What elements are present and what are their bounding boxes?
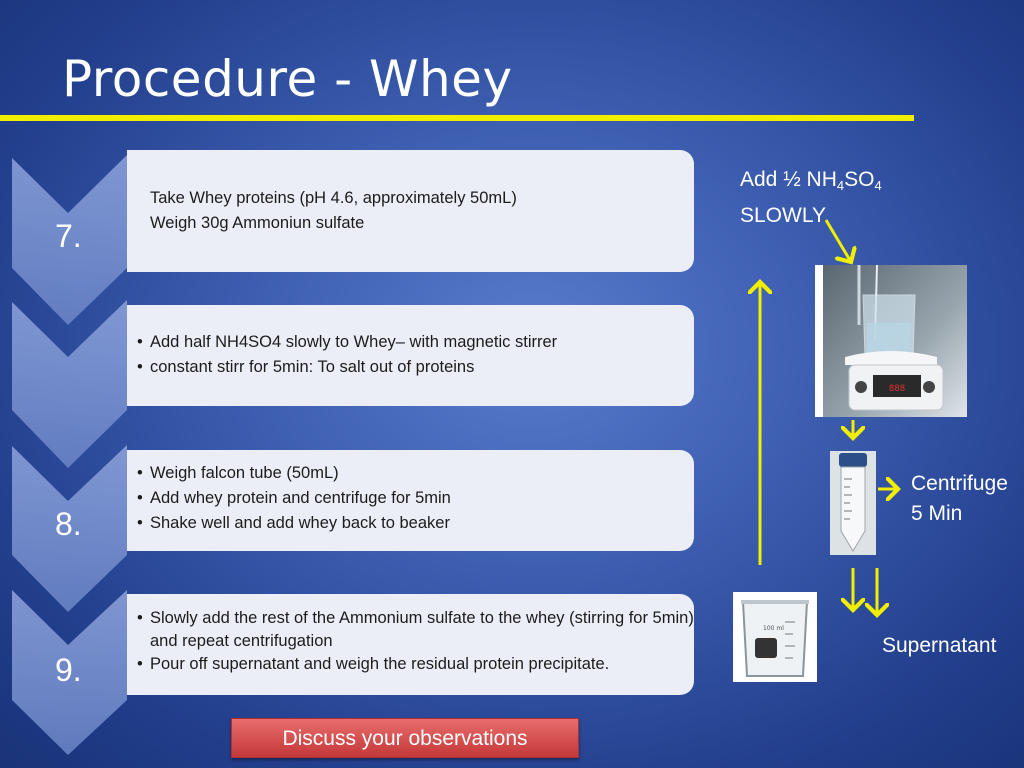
chevron-step-8 (12, 445, 127, 612)
centrifuge-text: Centrifuge (911, 472, 1008, 495)
bullet-item: Weigh falcon tube (50mL) (137, 461, 694, 486)
supernatant-label: Supernatant (882, 634, 997, 657)
bullet-item: Pour off supernatant and weigh the resid… (137, 653, 694, 676)
beaker-image: 100 ml (733, 592, 817, 682)
beaker-icon: 100 ml (741, 600, 809, 677)
slowly-text: SLOWLY (740, 204, 826, 227)
step-chevrons (12, 155, 127, 755)
centrifuge-time: 5 Min (911, 502, 963, 525)
centrifuge-label: Centrifuge 5 Min (911, 469, 1008, 529)
slide-title: Procedure - Whey (62, 50, 513, 108)
add-ammonium-label: Add ½ NH4SO4 SLOWLY (740, 165, 882, 231)
step-card-7b: Add half NH4SO4 slowly to Whey– with mag… (127, 305, 694, 406)
discuss-observations-button[interactable]: Discuss your observations (231, 718, 579, 758)
bullet-item: Add half NH4SO4 slowly to Whey– with mag… (137, 330, 694, 355)
magnetic-stirrer-image: 888 (815, 265, 967, 417)
bullet-item: Add whey protein and centrifuge for 5min (137, 486, 694, 511)
beaker-label: 100 ml (763, 625, 784, 632)
step-number-7: 7. (55, 218, 82, 254)
subscript: 4 (874, 178, 882, 193)
step-number-8: 8. (55, 506, 82, 542)
step-card-8: Weigh falcon tube (50mL) Add whey protei… (127, 450, 694, 551)
bullet-item: constant stirr for 5min: To salt out of … (137, 355, 694, 380)
step-card-7: Take Whey proteins (pH 4.6, approximatel… (127, 150, 694, 272)
chevron-step-7 (12, 155, 127, 325)
step-card-9: Slowly add the rest of the Ammonium sulf… (127, 594, 694, 695)
svg-text:888: 888 (889, 384, 905, 394)
bullet-item: Slowly add the rest of the Ammonium sulf… (137, 607, 694, 653)
step-text-line: Weigh 30g Ammoniun sulfate (150, 214, 365, 232)
chevron-step-7b (12, 300, 127, 468)
chevron-step-9 (12, 590, 127, 755)
falcon-tube-image (830, 451, 876, 555)
step-number-9: 9. (55, 652, 82, 688)
step-text-line: Take Whey proteins (pH 4.6, approximatel… (150, 189, 517, 207)
magnetic-stirrer-icon: 888 (823, 265, 967, 417)
bullet-item: Shake well and add whey back to beaker (137, 511, 694, 536)
arrow-add-to-stirrer (824, 219, 851, 262)
subscript: 4 (836, 178, 845, 193)
add-text: Add ½ NH (740, 168, 837, 191)
falcon-tube-icon (830, 451, 876, 555)
add-text: SO (844, 168, 875, 191)
title-underline (0, 115, 914, 121)
